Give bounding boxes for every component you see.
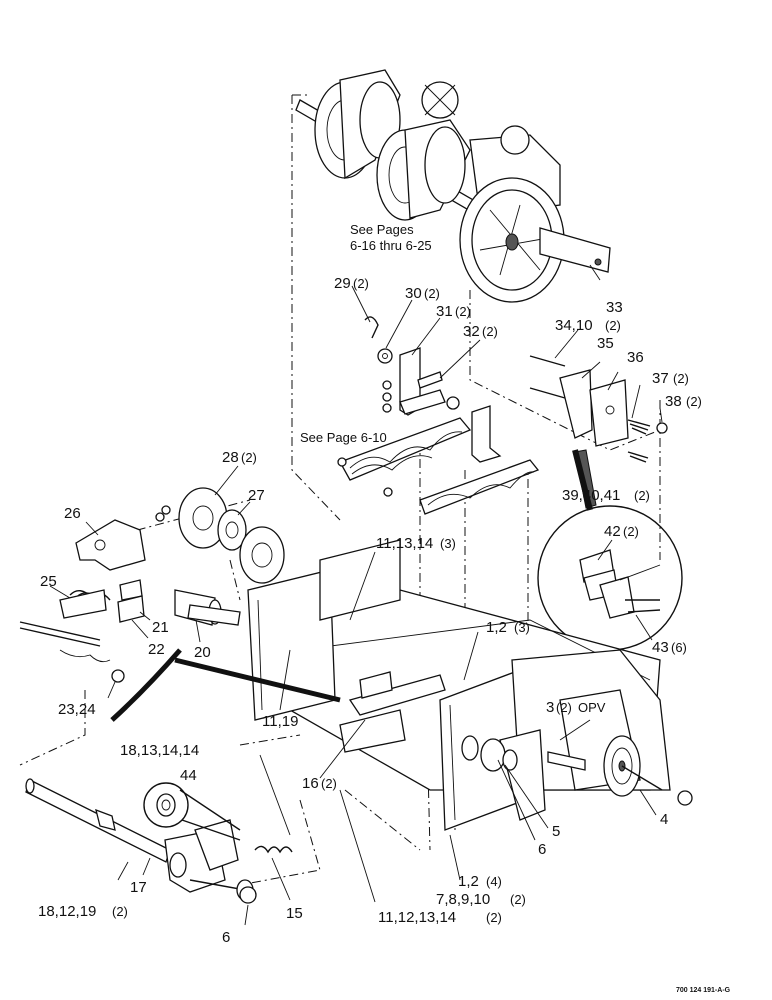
qty-16: (2): [321, 776, 337, 791]
qty-34: (2): [605, 318, 621, 333]
callout-6-drive: 6: [538, 841, 546, 858]
callout-37: 37: [652, 370, 669, 387]
qty-11: (3): [440, 536, 456, 551]
callout-38: 38: [665, 393, 682, 410]
detail-leader-lines: [110, 449, 593, 722]
callout-28: 28: [222, 449, 239, 466]
tension-bracket-assembly: [529, 355, 668, 463]
callout-25: 25: [40, 573, 57, 590]
callout-42: 42: [604, 523, 621, 540]
callout-1-2: 1,2: [486, 619, 507, 636]
callout-17: 17: [130, 879, 147, 896]
qty-38: (2): [686, 394, 702, 409]
callout-32: 32: [463, 323, 480, 340]
qty-1b: (4): [486, 874, 502, 889]
callout-44: 44: [180, 767, 197, 784]
callout-4: 4: [660, 811, 668, 828]
note-see-pages: See Pages: [350, 222, 414, 237]
callout-18-13-14-14: 18,13,14,14: [120, 742, 199, 759]
callout-18-12-19: 18,12,19: [38, 903, 96, 920]
callout-21: 21: [152, 619, 169, 636]
qty-31: (2): [455, 304, 471, 319]
callout-29: 29: [334, 275, 351, 292]
callout-5: 5: [552, 823, 560, 840]
callout-27: 27: [248, 487, 265, 504]
document-number: 700 124 191-A-G: [676, 987, 731, 994]
callout-16: 16: [302, 775, 319, 792]
callout-1-2-bottom: 1,2: [458, 873, 479, 890]
callout-39-40-41: 39,40,41: [562, 487, 620, 504]
qty-29: (2): [353, 276, 369, 291]
qty-28: (2): [241, 450, 257, 465]
callout-36: 36: [627, 349, 644, 366]
qty-30: (2): [424, 286, 440, 301]
qty-32: (2): [482, 324, 498, 339]
callout-6-lever: 6: [222, 929, 230, 946]
note-see-page-6-10: See Page 6-10: [300, 430, 387, 445]
callout-35: 35: [597, 335, 614, 352]
bottom-lever-assembly: [25, 778, 293, 904]
qty-1: (3): [514, 620, 530, 635]
qty-3: (2): [556, 700, 572, 715]
callout-23-24: 23,24: [58, 701, 96, 718]
qty-11b: (2): [486, 910, 502, 925]
callout-7-8-9-10: 7,8,9,10: [436, 891, 490, 908]
callout-15: 15: [286, 905, 303, 922]
callout-30: 30: [405, 285, 422, 302]
auger-rotor-assembly: [295, 69, 611, 303]
left-hardware-group: [19, 487, 285, 683]
bearing-bracket-hardware: [364, 316, 460, 416]
qty-18: (2): [112, 904, 128, 919]
callout-11-13-14: 11,13,14: [376, 535, 433, 552]
note-see-pages-range: 6-16 thru 6-25: [350, 238, 432, 253]
crimper-plates: [337, 405, 540, 515]
qty-39: (2): [634, 488, 650, 503]
callout-20: 20: [194, 644, 211, 661]
callout-26: 26: [64, 505, 81, 522]
callout-33: 33: [606, 299, 623, 316]
callout-3: 3: [546, 699, 554, 716]
qty-43: (6): [671, 640, 687, 655]
label-opv: OPV: [578, 700, 606, 715]
qty-7: (2): [510, 892, 526, 907]
callout-11-19: 11,19: [262, 713, 298, 730]
callout-leaders: [49, 264, 663, 926]
callout-11-12-13-14: 11,12,13,14: [378, 909, 456, 926]
qty-42: (2): [623, 524, 639, 539]
callout-31: 31: [436, 303, 453, 320]
qty-37: (2): [673, 371, 689, 386]
callout-43: 43: [652, 639, 669, 656]
drive-sprocket-assembly: [461, 729, 693, 821]
callout-22: 22: [148, 641, 165, 658]
callout-34-10: 34,10: [555, 317, 593, 334]
